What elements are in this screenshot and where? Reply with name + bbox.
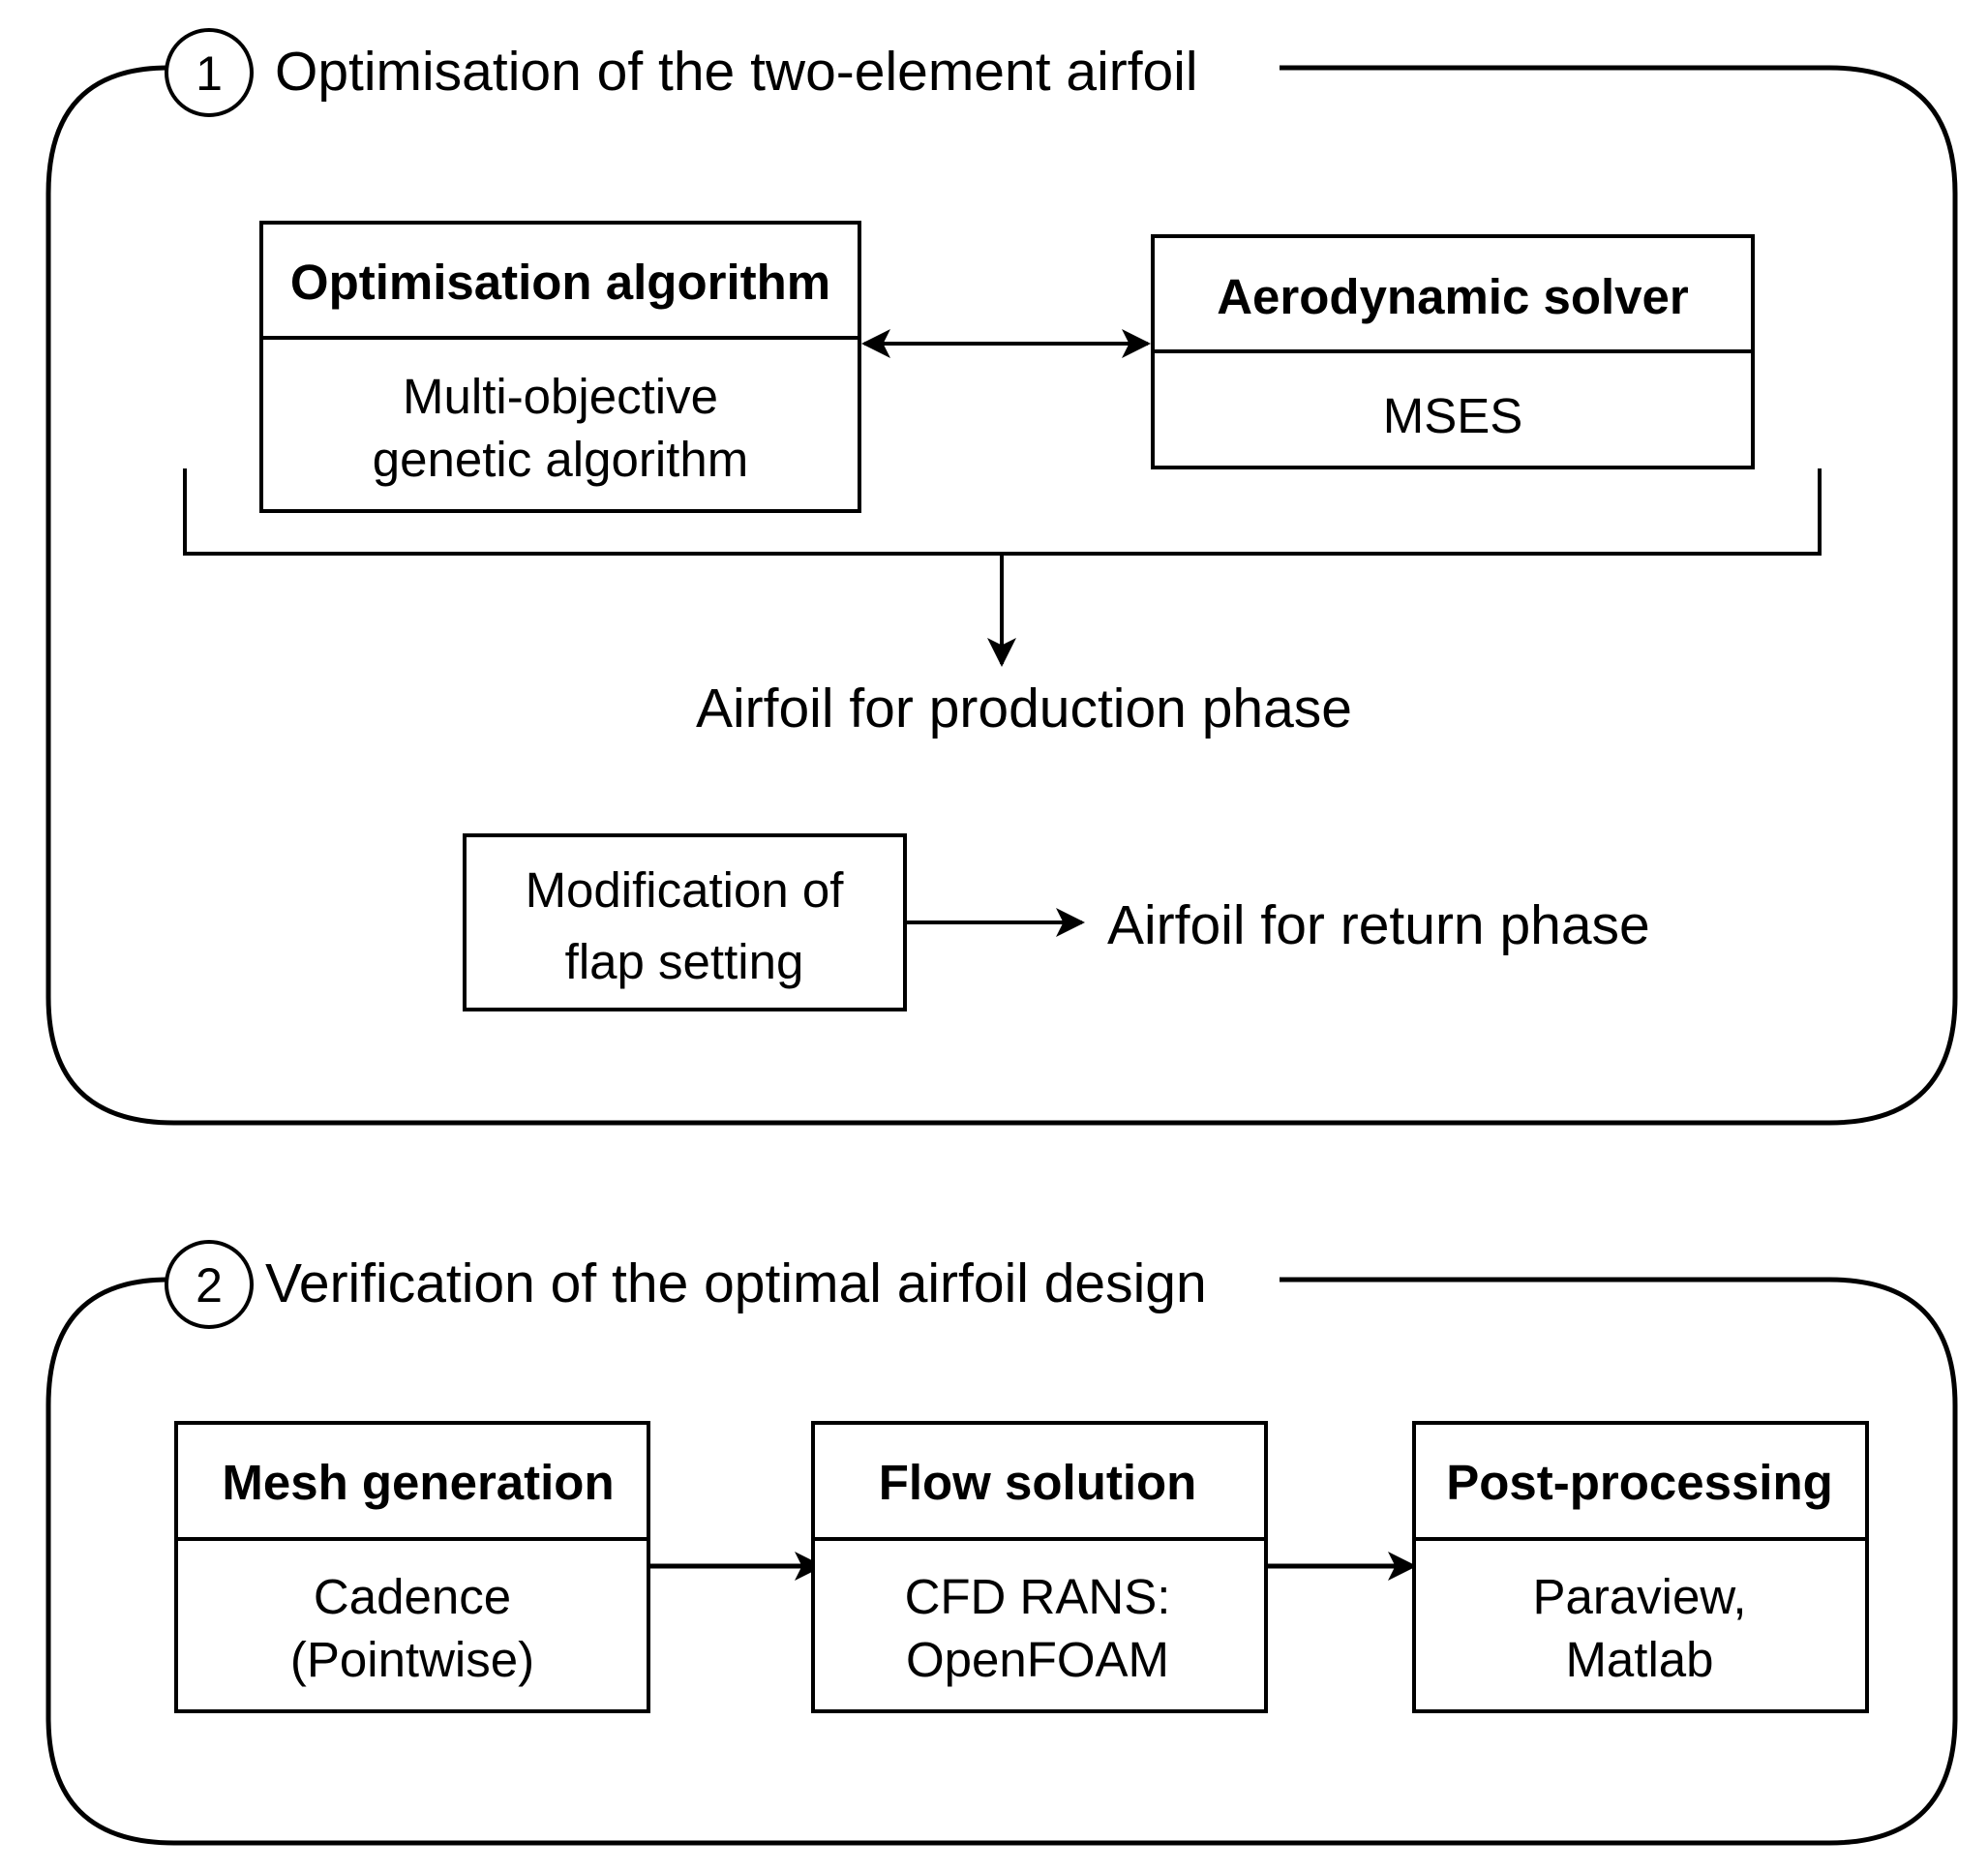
post-box: Post-processing Paraview, Matlab (1412, 1421, 1869, 1713)
flow-line2: OpenFOAM (906, 1632, 1169, 1687)
return-output: Airfoil for return phase (1107, 894, 1650, 956)
solver-box: Aerodynamic solver MSES (1151, 234, 1755, 469)
post-title: Post-processing (1446, 1455, 1833, 1510)
flow-box: Flow solution CFD RANS: OpenFOAM (811, 1421, 1268, 1713)
stage1-group: 1 Optimisation of the two-element airfoi… (45, 28, 1958, 1126)
mesh-box: Mesh generation Cadence (Pointwise) (174, 1421, 650, 1713)
stage2-number-circle (165, 1240, 254, 1329)
optimiser-line2: genetic algorithm (373, 432, 748, 487)
optimiser-title: Optimisation algorithm (290, 255, 830, 310)
modification-line1: Modification of (526, 862, 845, 918)
stage1-title: Optimisation of the two-element airfoil (275, 41, 1198, 103)
stage2-frame (45, 1277, 1958, 1846)
modification-line2: flap setting (565, 934, 804, 989)
optimiser-box: Optimisation algorithm Multi-objective g… (259, 221, 861, 513)
flow-title: Flow solution (879, 1455, 1197, 1510)
post-line2: Matlab (1565, 1632, 1713, 1687)
mesh-line2: (Pointwise) (290, 1632, 534, 1687)
mesh-title: Mesh generation (222, 1455, 614, 1510)
production-output: Airfoil for production phase (696, 678, 1352, 739)
stage1-frame (45, 65, 1958, 1126)
solver-body: MSES (1383, 388, 1523, 443)
stage2-group: 2 Verification of the optimal airfoil de… (45, 1240, 1958, 1846)
stage2-number: 2 (196, 1258, 223, 1313)
stage1-number: 1 (196, 46, 223, 101)
stage2-title: Verification of the optimal airfoil desi… (265, 1252, 1207, 1314)
optimiser-line1: Multi-objective (403, 369, 718, 424)
mesh-line1: Cadence (314, 1569, 511, 1624)
post-line1: Paraview, (1532, 1569, 1746, 1624)
solver-title: Aerodynamic solver (1217, 269, 1689, 324)
stage1-number-circle (165, 28, 254, 117)
flow-line1: CFD RANS: (905, 1569, 1171, 1624)
modification-box: Modification of flap setting (463, 833, 907, 1011)
